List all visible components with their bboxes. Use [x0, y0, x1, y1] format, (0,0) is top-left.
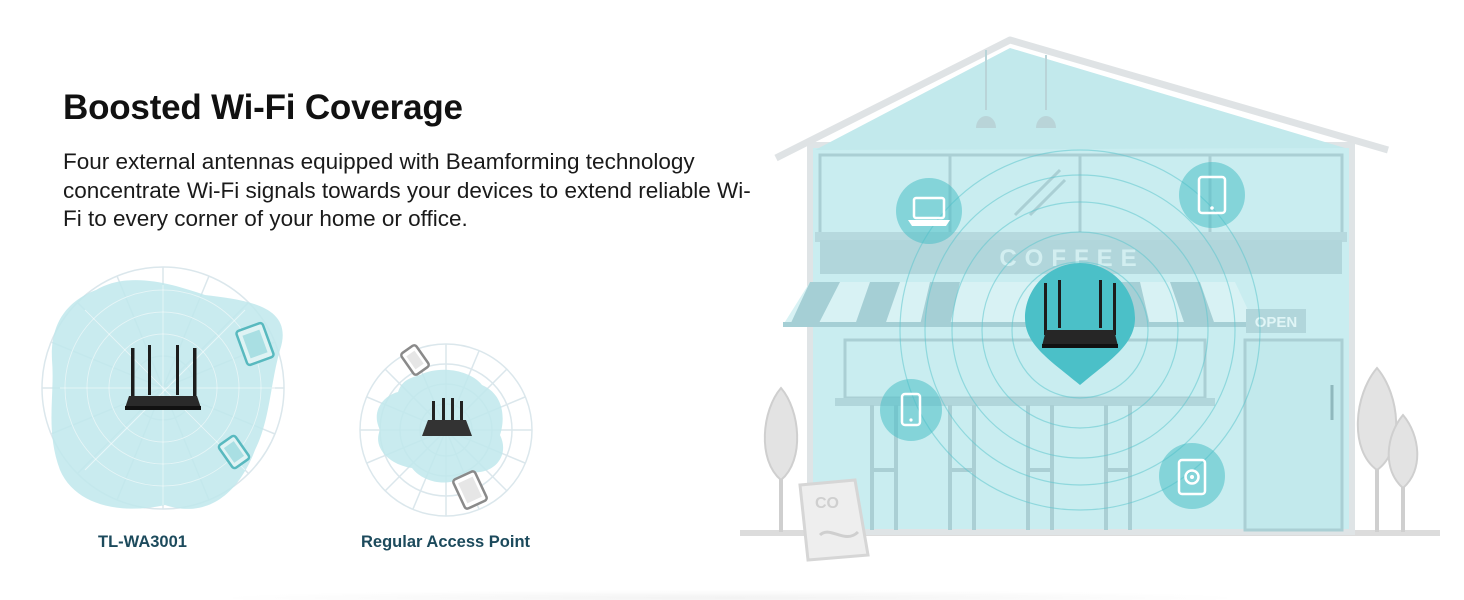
awning	[783, 282, 1255, 327]
tablet-icon	[452, 470, 488, 510]
board-text: CO	[815, 495, 839, 512]
router-location-pin	[1025, 263, 1135, 385]
phone-icon	[900, 392, 922, 427]
laptop-bubble	[896, 178, 962, 244]
speaker-bubble	[1159, 443, 1225, 509]
page-title: Boosted Wi-Fi Coverage	[63, 88, 463, 127]
feature-description: Four external antennas equipped with Bea…	[63, 149, 751, 231]
phone-icon	[400, 344, 430, 376]
sandwich-board: CO	[798, 478, 870, 562]
router-icon	[125, 345, 201, 410]
router-icon	[1042, 280, 1118, 348]
regular-ap-label: Regular Access Point	[361, 533, 531, 551]
phone-icon	[217, 434, 251, 470]
phone-bubble	[880, 379, 942, 441]
speaker-icon	[1177, 458, 1207, 496]
signal-rings	[899, 149, 1261, 511]
tl-wa3001-coverage-diagram	[41, 266, 285, 510]
tablet-bubble	[1179, 162, 1245, 228]
laptop-icon	[908, 196, 950, 226]
tree-icon	[763, 386, 799, 532]
tree-icon	[1356, 366, 1419, 532]
tablet-icon	[235, 321, 275, 367]
router-icon	[422, 398, 472, 436]
open-sign: OPEN	[1255, 314, 1298, 331]
tl-wa3001-label: TL-WA3001	[98, 533, 187, 551]
coffee-shop-illustration: COFFEE OPEN	[740, 36, 1440, 562]
tablet-icon	[1197, 175, 1227, 215]
regular-ap-coverage-diagram	[359, 343, 533, 517]
